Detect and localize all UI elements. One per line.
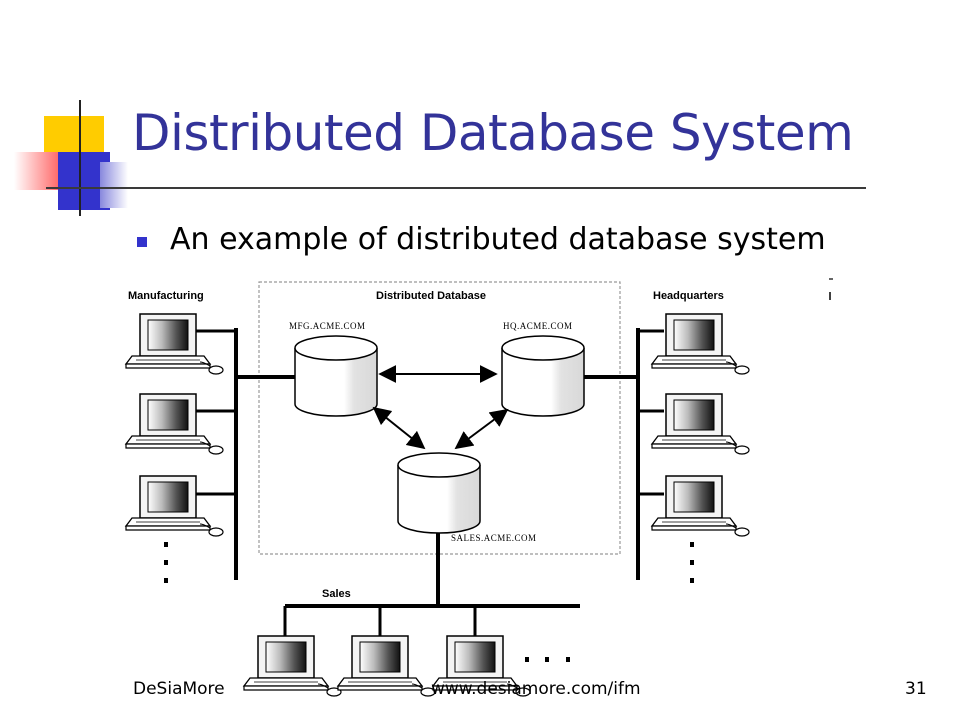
sales-db-label: SALES.ACME.COM bbox=[451, 533, 537, 543]
manufacturing-computer-icon bbox=[125, 393, 224, 455]
headquarters-computer-icon bbox=[651, 393, 750, 455]
manufacturing-label: Manufacturing bbox=[128, 290, 204, 302]
footer-left-text: DeSiaMore bbox=[133, 679, 225, 699]
bullet-text: An example of distributed database syste… bbox=[170, 222, 826, 257]
sales-label: Sales bbox=[322, 588, 351, 600]
page-number: 31 bbox=[905, 679, 927, 699]
headquarters-more-dots bbox=[690, 542, 694, 583]
hq-database-cylinder-icon bbox=[501, 335, 585, 417]
corner-vertical-line bbox=[79, 100, 81, 216]
manufacturing-computer-icon bbox=[125, 475, 224, 537]
sales-computer-icon bbox=[337, 635, 436, 697]
headquarters-computer-icon bbox=[651, 475, 750, 537]
footer-url: www.desiamore.com/ifm bbox=[431, 679, 641, 699]
bullet-marker bbox=[137, 237, 147, 247]
headquarters-label: Headquarters bbox=[653, 290, 724, 302]
slide-title: Distributed Database System bbox=[132, 104, 854, 162]
corner-blue-fade bbox=[100, 162, 128, 208]
manufacturing-more-dots bbox=[164, 542, 168, 583]
sales-computer-icon bbox=[243, 635, 342, 697]
mfg-database-cylinder-icon bbox=[294, 335, 378, 417]
hq-db-label: HQ.ACME.COM bbox=[503, 321, 573, 331]
sales-more-dots bbox=[525, 657, 570, 662]
mfg-db-label: MFG.ACME.COM bbox=[289, 321, 366, 331]
manufacturing-computer-icon bbox=[125, 313, 224, 375]
distributed-database-label: Distributed Database bbox=[376, 290, 486, 302]
title-divider bbox=[46, 187, 866, 189]
headquarters-computer-icon bbox=[651, 313, 750, 375]
sales-database-cylinder-icon bbox=[397, 452, 481, 534]
